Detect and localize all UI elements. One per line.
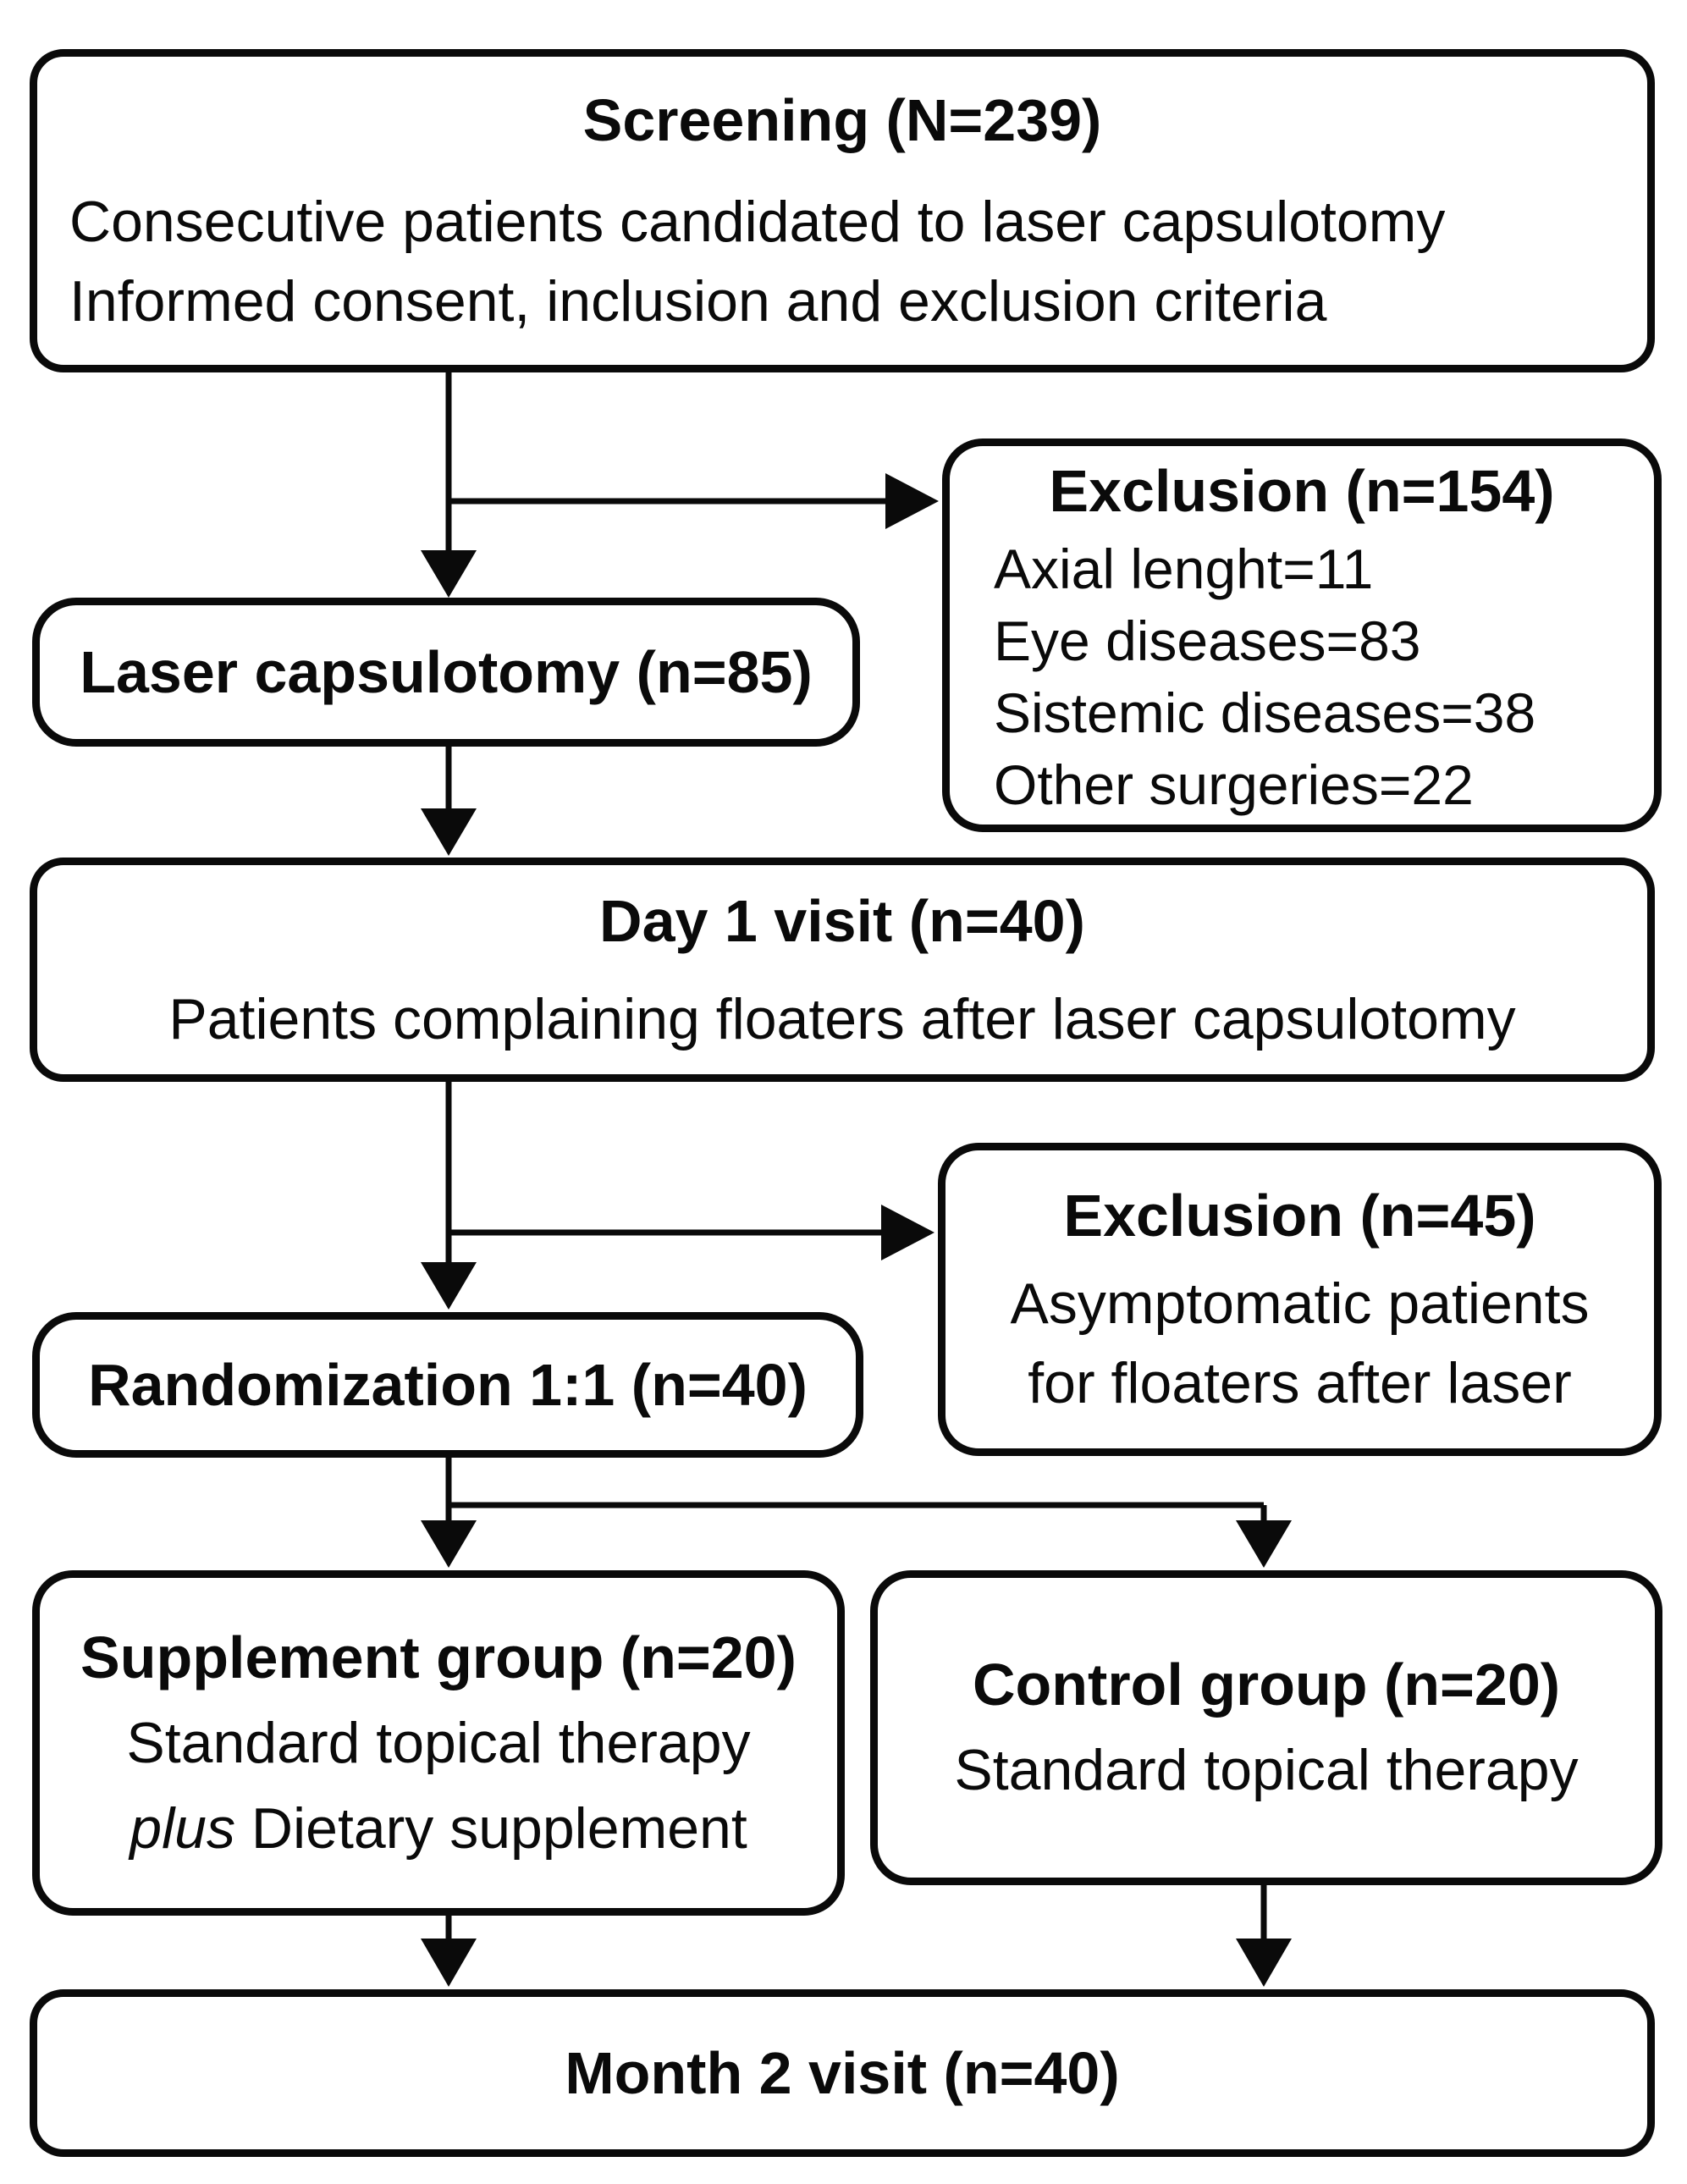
exclusion-day1-line: for floaters after laser xyxy=(1028,1351,1572,1415)
month2-visit-box: Month 2 visit (n=40) xyxy=(30,1989,1655,2157)
day1-visit-title: Day 1 visit (n=40) xyxy=(599,887,1085,954)
exclusion-screening-items: Axial lenght=11 Eye diseases=83 Sistemic… xyxy=(950,533,1535,821)
exclusion-item: Other surgeries=22 xyxy=(994,753,1474,816)
connector-control-to-month2 xyxy=(1236,1884,1292,1987)
connector-day1-to-exclusion45 xyxy=(449,1205,934,1260)
laser-capsulotomy-box: Laser capsulotomy (n=85) xyxy=(32,598,860,747)
connector-day1-to-randomization xyxy=(421,1082,477,1310)
exclusion-day1-line: Asymptomatic patients xyxy=(1010,1271,1590,1336)
exclusion-screening-title: Exclusion (n=154) xyxy=(1049,457,1555,524)
arrowhead-down-icon xyxy=(421,1262,477,1310)
screening-box: Screening (N=239) Consecutive patients c… xyxy=(30,49,1655,372)
supplement-group-line: plus Dietary supplement xyxy=(130,1786,747,1872)
exclusion-item: Sistemic diseases=38 xyxy=(994,681,1536,744)
screening-line: Consecutive patients candidated to laser… xyxy=(69,190,1446,254)
connector-screening-to-exclusion154 xyxy=(449,473,939,529)
control-group-title: Control group (n=20) xyxy=(972,1652,1561,1718)
control-group-line: Standard topical therapy xyxy=(954,1738,1579,1802)
laser-capsulotomy-title: Laser capsulotomy (n=85) xyxy=(80,639,813,705)
arrowhead-down-icon xyxy=(421,1939,477,1987)
connector-randomization-to-supplement xyxy=(421,1456,477,1568)
connector-laser-to-day1 xyxy=(421,744,477,856)
control-group-box: Control group (n=20) Standard topical th… xyxy=(870,1570,1662,1885)
arrowhead-down-icon xyxy=(1236,1520,1292,1568)
exclusion-item: Eye diseases=83 xyxy=(994,609,1421,672)
exclusion-day1-title: Exclusion (n=45) xyxy=(1063,1183,1536,1249)
day1-visit-line: Patients complaining floaters after lase… xyxy=(168,986,1516,1051)
arrowhead-right-icon xyxy=(881,1205,934,1260)
connector-randomization-to-control xyxy=(1236,1505,1292,1568)
arrowhead-down-icon xyxy=(421,550,477,598)
arrowhead-right-icon xyxy=(885,473,939,529)
day1-visit-box: Day 1 visit (n=40) Patients complaining … xyxy=(30,858,1655,1082)
arrowhead-down-icon xyxy=(1236,1939,1292,1987)
exclusion-item: Axial lenght=11 xyxy=(994,537,1374,600)
screening-line: Informed consent, inclusion and exclusio… xyxy=(69,269,1327,334)
exclusion-day1-box: Exclusion (n=45) Asymptomatic patients f… xyxy=(938,1143,1662,1456)
exclusion-screening-box: Exclusion (n=154) Axial lenght=11 Eye di… xyxy=(942,438,1662,832)
randomization-box: Randomization 1:1 (n=40) xyxy=(32,1312,863,1458)
supplement-group-title: Supplement group (n=20) xyxy=(80,1624,797,1690)
arrowhead-down-icon xyxy=(421,808,477,856)
arrowhead-down-icon xyxy=(421,1520,477,1568)
supplement-group-box: Supplement group (n=20) Standard topical… xyxy=(32,1570,845,1916)
connector-screening-to-laser xyxy=(421,372,477,598)
connector-supplement-to-month2 xyxy=(421,1915,477,1987)
supplement-emphasis-rest: Dietary supplement xyxy=(251,1795,747,1861)
supplement-emphasis: plus xyxy=(130,1795,235,1861)
screening-title: Screening (N=239) xyxy=(582,87,1102,153)
supplement-group-line: Standard topical therapy xyxy=(126,1710,751,1775)
month2-visit-title: Month 2 visit (n=40) xyxy=(565,2040,1120,2106)
randomization-title: Randomization 1:1 (n=40) xyxy=(88,1352,808,1418)
